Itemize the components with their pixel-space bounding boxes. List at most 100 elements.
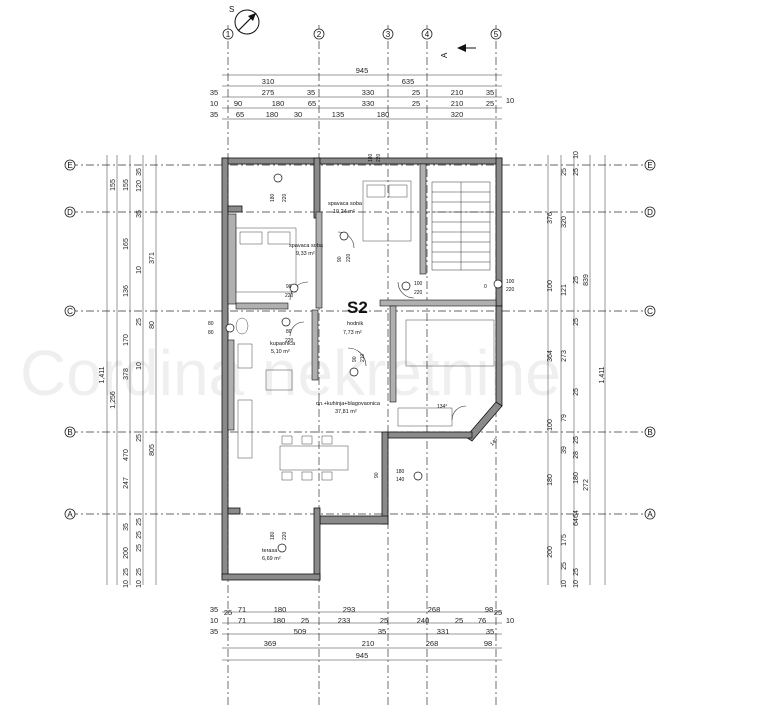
room-name: kupaonica (270, 341, 296, 347)
top-dim-value: 25 (486, 99, 494, 108)
left-dim-value: 25 (136, 568, 143, 576)
bathtub (237, 343, 253, 369)
right-dim-value: 25 (573, 168, 580, 176)
room-name: dn.+kuhinja+blagovaonica (316, 401, 381, 407)
door-width: 90 (352, 356, 358, 362)
top-dim-value: 310 (262, 77, 275, 86)
right-dim-value: 376 (547, 212, 554, 224)
right-dim-value: 25 (561, 168, 568, 176)
door-height: 220 (282, 531, 288, 540)
door-width: 90 (286, 284, 292, 290)
left-dim-value: 136 (123, 285, 130, 297)
column-label-3: 3 (386, 30, 391, 39)
bottom-dim-value: 35 (210, 605, 218, 614)
room-area: 7,73 m² (343, 330, 362, 336)
furniture (235, 180, 495, 481)
door-width: 180 (270, 531, 276, 540)
bottom-dim-value: 71 (238, 605, 246, 614)
top-dim-value: 35 (486, 88, 494, 97)
door-width: 100 (414, 281, 423, 287)
bottom-dim-value: 10 (210, 616, 218, 625)
top-dim-value: 330 (362, 99, 375, 108)
left-dim-value: 155 (110, 179, 117, 191)
window-width: 100 (506, 279, 515, 285)
right-dim-value: 839 (583, 274, 590, 286)
room-area: 37,81 m² (335, 409, 357, 415)
room-labels: spavaca soba 10,24 m² spavaca soba 9,33 … (262, 201, 381, 562)
bottom-dim-value: 180 (274, 605, 287, 614)
door-width: 180 (270, 193, 276, 202)
right-dim-value: 100 (547, 419, 554, 431)
left-dim-value: 80 (149, 321, 156, 329)
row-label-b-right: B (647, 428, 652, 437)
top-dim-value: 330 (362, 88, 375, 97)
door-height: 220 (346, 253, 352, 262)
left-dim-value: 378 (123, 368, 130, 380)
right-dim-value: 273 (561, 350, 568, 362)
top-dim-value: 65 (236, 110, 244, 119)
bottom-dim-value: 10 (506, 616, 514, 625)
bottom-dim-value: 293 (343, 605, 356, 614)
right-dim-value: 25 (573, 568, 580, 576)
bottom-dim-value: 268 (428, 605, 441, 614)
window-height: 140 (396, 477, 405, 483)
right-dim-value: 10 (573, 151, 580, 159)
column-markers (222, 28, 502, 40)
exterior-walls (221, 157, 503, 581)
top-dim-value: 320 (451, 110, 464, 119)
room-area: 9,33 m² (296, 251, 315, 257)
left-dim-value: 35 (136, 168, 143, 176)
right-dim-value: 10 (573, 580, 580, 588)
left-dim-value: 10 (136, 266, 143, 274)
right-dim-value: 100 (547, 280, 554, 292)
bottom-dimensions: 35 25 71 180 293 268 98 25 10 71 180 25 … (210, 605, 514, 660)
top-dim-value: 35 (210, 88, 218, 97)
top-dim-value: 210 (451, 99, 464, 108)
kitchen-counter (237, 399, 253, 459)
window-width: 180 (368, 153, 374, 162)
left-dim-value: 805 (149, 444, 156, 456)
bed-1 (362, 180, 412, 242)
bottom-dim-value: 98 (485, 605, 493, 614)
bottom-dim-value: 240 (417, 616, 430, 625)
top-dim-value: 65 (308, 99, 316, 108)
right-dim-value: 28 (573, 451, 580, 459)
right-dim-value: 364 (547, 350, 554, 362)
bottom-dim-value: 25 (224, 608, 232, 617)
bottom-dim-value: 509 (294, 627, 307, 636)
window-height: 220 (506, 287, 515, 293)
top-dim-value: 25 (412, 99, 420, 108)
column-label-1: 1 (226, 30, 231, 39)
bottom-dim-value: 369 (264, 639, 277, 648)
top-dim-value: 25 (412, 88, 420, 97)
right-dim-value: 25 (561, 562, 568, 570)
bottom-dim-value: 35 (486, 627, 494, 636)
right-dim-value: 25 (573, 388, 580, 396)
window-width: 180 (396, 469, 405, 475)
bottom-dim-value: 76 (478, 616, 486, 625)
left-dim-value: 371 (149, 252, 156, 264)
bottom-dim-value: 210 (362, 639, 375, 648)
bed-2 (235, 227, 297, 293)
room-name: spavaca soba (328, 201, 363, 207)
room-name: spavaca soba (289, 243, 324, 249)
plan-title: S2 (347, 298, 368, 317)
bottom-dim-value: 25 (301, 616, 309, 625)
top-dim-value: 635 (402, 77, 415, 86)
door-height: 220 (285, 338, 294, 344)
top-dim-value: 180 (266, 110, 279, 119)
section-marker: A (440, 44, 476, 58)
row-label-d-right: D (647, 208, 653, 217)
row-labels: E D C B A E D C B A (67, 161, 653, 519)
bottom-dim-value: 25 (380, 616, 388, 625)
top-dimensions: 945 310 635 35 275 35 330 25 210 35 10 9… (210, 66, 514, 119)
right-dim-value: 25 (573, 276, 580, 284)
right-dim-value: 121 (561, 284, 568, 296)
left-dim-value: 25 (136, 531, 143, 539)
left-dim-value: 25 (136, 434, 143, 442)
door-height: 210 (360, 353, 366, 362)
row-label-a: A (67, 510, 73, 519)
right-dim-value: 10 (561, 580, 568, 588)
left-dim-value: 247 (123, 477, 130, 489)
right-dimensions: 1,411 839 272 376 100 364 100 180 200 25… (547, 151, 606, 588)
